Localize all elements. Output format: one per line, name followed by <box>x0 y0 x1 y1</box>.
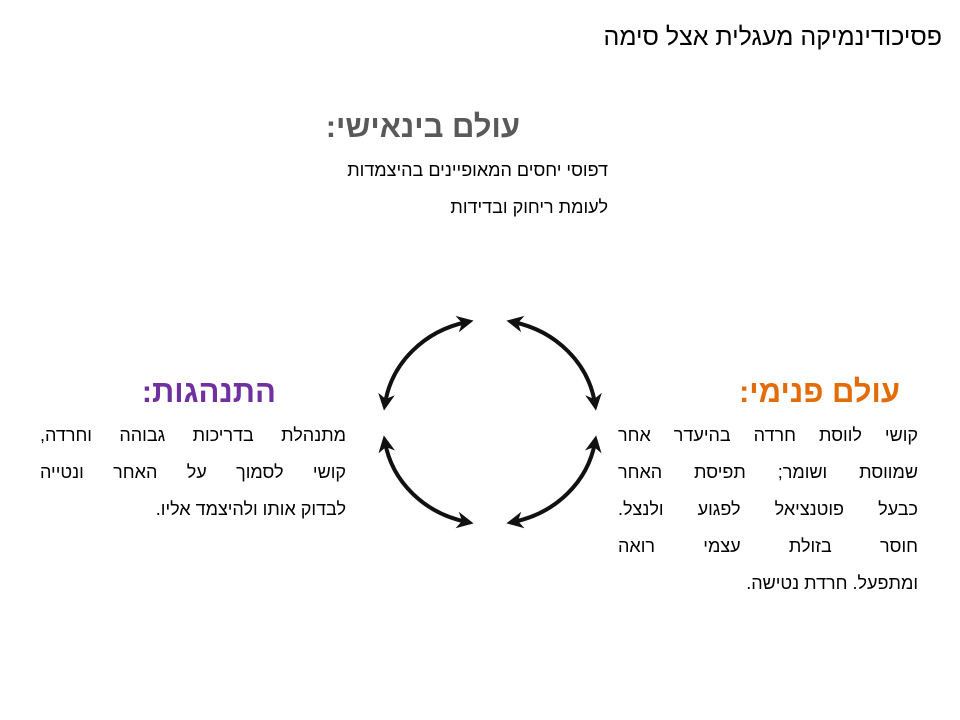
behavior-line: קושי לסמוך על האחר ונטייה <box>40 462 346 482</box>
interpersonal-world-line: דפוסי יחסים המאופיינים בהיצמדות <box>347 160 608 180</box>
inner-world-heading: עולם פנימי: <box>738 374 900 409</box>
inner-world-line: קושי לווסת חרדה בהיעדר אחר <box>618 425 918 445</box>
inner-world-line: חוסר בזולת עצמי רואה <box>618 536 918 556</box>
interpersonal-world-heading: עולם בינאישי: <box>325 109 520 144</box>
behavior-heading: התנהגות: <box>141 374 276 409</box>
inner-world-block: עולם פנימי: קושי לווסת חרדה בהיעדר אחר ש… <box>618 370 918 602</box>
interpersonal-world-block: עולם בינאישי: דפוסי יחסים המאופיינים בהי… <box>278 105 608 226</box>
inner-world-line: כבעל פוטנציאל לפגוע ולנצל. <box>618 499 918 519</box>
inner-world-line: ומתפעל. חרדת נטישה. <box>746 573 918 593</box>
cycle-arrow-bottom-left <box>378 435 474 529</box>
page-title: פסיכודינמיקה מעגלית אצל סימה <box>603 23 942 51</box>
circular-double-arrows-icon <box>378 315 602 529</box>
behavior-line: לבדוק אותו ולהיצמד אליו. <box>155 499 346 519</box>
behavior-line: מתנהלת בדריכות גבוהה וחרדה, <box>40 425 346 445</box>
behavior-block: התנהגות: מתנהלת בדריכות גבוהה וחרדה, קוש… <box>40 370 346 528</box>
inner-world-line: שמווסת ושומר; תפיסת האחר <box>618 462 918 482</box>
interpersonal-world-line: לעומת ריחוק ובדידות <box>450 197 608 217</box>
cycle-arrow-top-right <box>506 315 602 411</box>
cycle-arrow-top-left <box>378 315 474 411</box>
cycle-arrow-bottom-right <box>506 435 602 529</box>
